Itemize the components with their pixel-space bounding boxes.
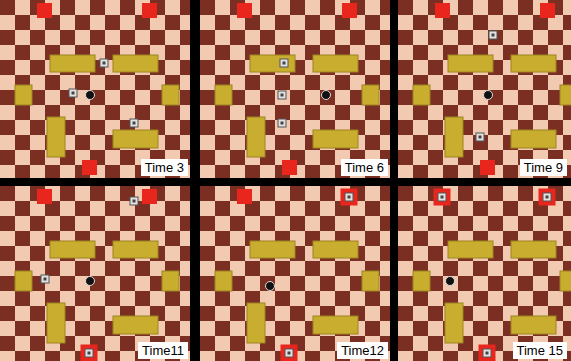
time-label: Time 6 <box>341 159 388 176</box>
time-label: Time 15 <box>513 342 567 359</box>
panel <box>398 186 571 361</box>
panel <box>200 0 390 178</box>
time-label: Time 3 <box>141 159 188 176</box>
panel <box>200 186 390 361</box>
panel <box>0 0 190 178</box>
time-label: Time12 <box>337 342 388 359</box>
time-label: Time11 <box>138 342 188 359</box>
time-label: Time 9 <box>520 159 567 176</box>
panel <box>398 0 571 178</box>
panel <box>0 186 190 361</box>
